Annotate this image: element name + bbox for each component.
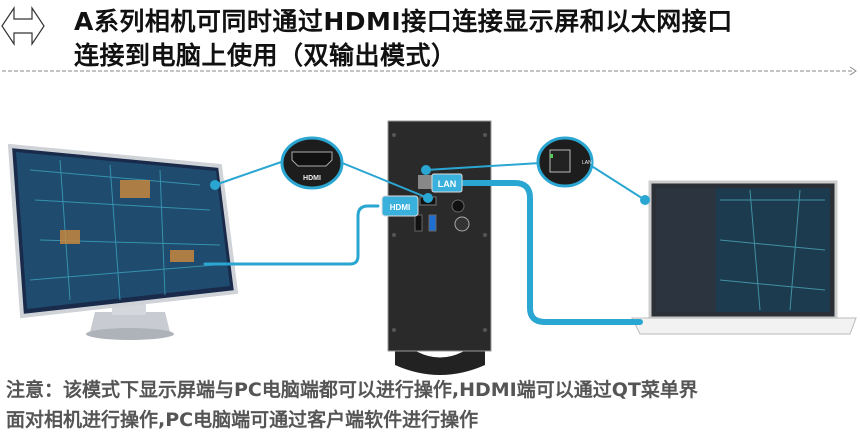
laptop <box>631 180 857 335</box>
camera-device <box>387 120 492 375</box>
note-line1: 注意：该模式下显示屏端与PC电脑端都可以进行操作,HDMI端可以通过QT菜单界 <box>6 379 698 401</box>
monitor <box>7 143 239 340</box>
hdmi-connector: HDMI <box>381 195 419 217</box>
callout-leaders <box>210 159 650 205</box>
hdmi-callout-label: HDMI <box>303 175 321 182</box>
lan-port-callout: LAN <box>536 136 594 188</box>
lan-connector: LAN <box>431 173 463 193</box>
divider-dashed-arrow <box>2 66 857 76</box>
note-line2: 面对相机进行操作,PC电脑端可通过客户端软件进行操作 <box>6 409 479 431</box>
lan-callout-label: LAN <box>582 160 592 166</box>
page-title-line1: A系列相机可同时通过HDMI接口连接显示屏和以太网接口 <box>74 7 733 36</box>
hdmi-port-callout: HDMI <box>280 136 344 190</box>
lan-cable <box>457 180 643 325</box>
page-title-line2: 连接到电脑上使用（双输出模式） <box>74 41 457 70</box>
hdmi-cable-label: HDMI <box>390 203 410 212</box>
hdmi-cable <box>203 204 380 266</box>
lan-cable-label: LAN <box>438 179 457 189</box>
double-arrow-icon <box>1 6 45 46</box>
